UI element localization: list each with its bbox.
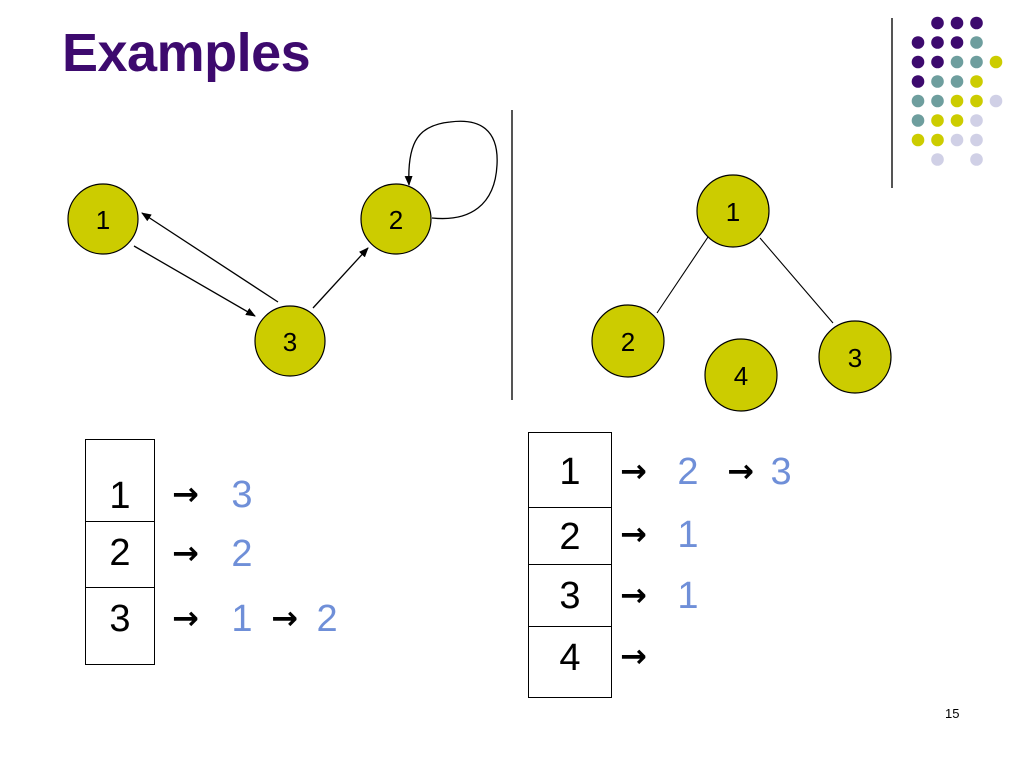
neighbor-label: 2 (231, 533, 253, 575)
undirected-adjacency-row: → 2 → 3 (620, 451, 792, 494)
svg-text:1: 1 (96, 205, 110, 235)
directed-node-3: 3 (254, 305, 326, 377)
arrow-icon: → (620, 576, 647, 614)
svg-text:2: 2 (389, 205, 403, 235)
undirected-node-1: 1 (696, 174, 770, 248)
svg-text:3: 3 (848, 343, 862, 373)
directed-edge-2-2-loop (404, 120, 498, 220)
undirected-edge-1-2 (656, 236, 709, 314)
directed-edge-3-1 (141, 212, 279, 303)
neighbor-label: 1 (231, 598, 253, 640)
undirected-node-3: 3 (818, 320, 892, 394)
page-number: 15 (945, 706, 960, 721)
undirected-vertex-cell: 3 (529, 564, 611, 626)
directed-adjacency-table: 1 2 3 (85, 439, 155, 665)
svg-text:3: 3 (283, 327, 297, 357)
directed-vertex-cell: 1 (109, 475, 131, 517)
directed-vertex-cell: 3 (86, 587, 154, 664)
arrow-icon: → (620, 452, 647, 490)
arrow-icon: → (271, 599, 298, 637)
arrow-icon: → (727, 452, 754, 490)
svg-text:4: 4 (734, 361, 748, 391)
svg-text:2: 2 (621, 327, 635, 357)
directed-edge-1-3 (133, 245, 256, 317)
undirected-adjacency-row: → (620, 636, 647, 679)
arrow-icon: → (172, 599, 199, 637)
neighbor-label: 3 (770, 451, 792, 493)
undirected-vertex-cell: 4 (529, 626, 611, 697)
svg-text:1: 1 (726, 197, 740, 227)
directed-adjacency-row: → 2 (172, 533, 253, 576)
arrow-icon: → (172, 534, 199, 572)
undirected-edge-1-3 (759, 237, 834, 324)
directed-vertex-cell: 2 (86, 521, 154, 587)
undirected-node-4: 4 (704, 338, 778, 412)
neighbor-label: 1 (677, 514, 699, 556)
arrow-icon: → (620, 515, 647, 553)
undirected-vertex-cell: 1 (559, 451, 581, 493)
directed-node-2: 2 (360, 183, 432, 255)
undirected-node-2: 2 (591, 304, 665, 378)
undirected-adjacency-row: → 1 (620, 514, 699, 557)
directed-adjacency-row: → 3 (172, 474, 253, 517)
neighbor-label: 3 (231, 474, 253, 516)
undirected-vertex-cell: 2 (529, 507, 611, 564)
directed-adjacency-row: → 1 → 2 (172, 598, 338, 641)
decorative-vertical-rule (891, 18, 893, 188)
neighbor-label: 2 (316, 598, 338, 640)
directed-edge-3-2 (312, 247, 369, 309)
slide-title: Examples (62, 23, 311, 83)
directed-node-1: 1 (67, 183, 139, 255)
neighbor-label: 1 (677, 575, 699, 617)
undirected-adjacency-table: 1 2 3 4 (528, 432, 612, 698)
section-divider (511, 110, 513, 400)
arrow-icon: → (620, 637, 647, 675)
arrow-icon: → (172, 475, 199, 513)
undirected-adjacency-row: → 1 (620, 575, 699, 618)
neighbor-label: 2 (677, 451, 699, 493)
